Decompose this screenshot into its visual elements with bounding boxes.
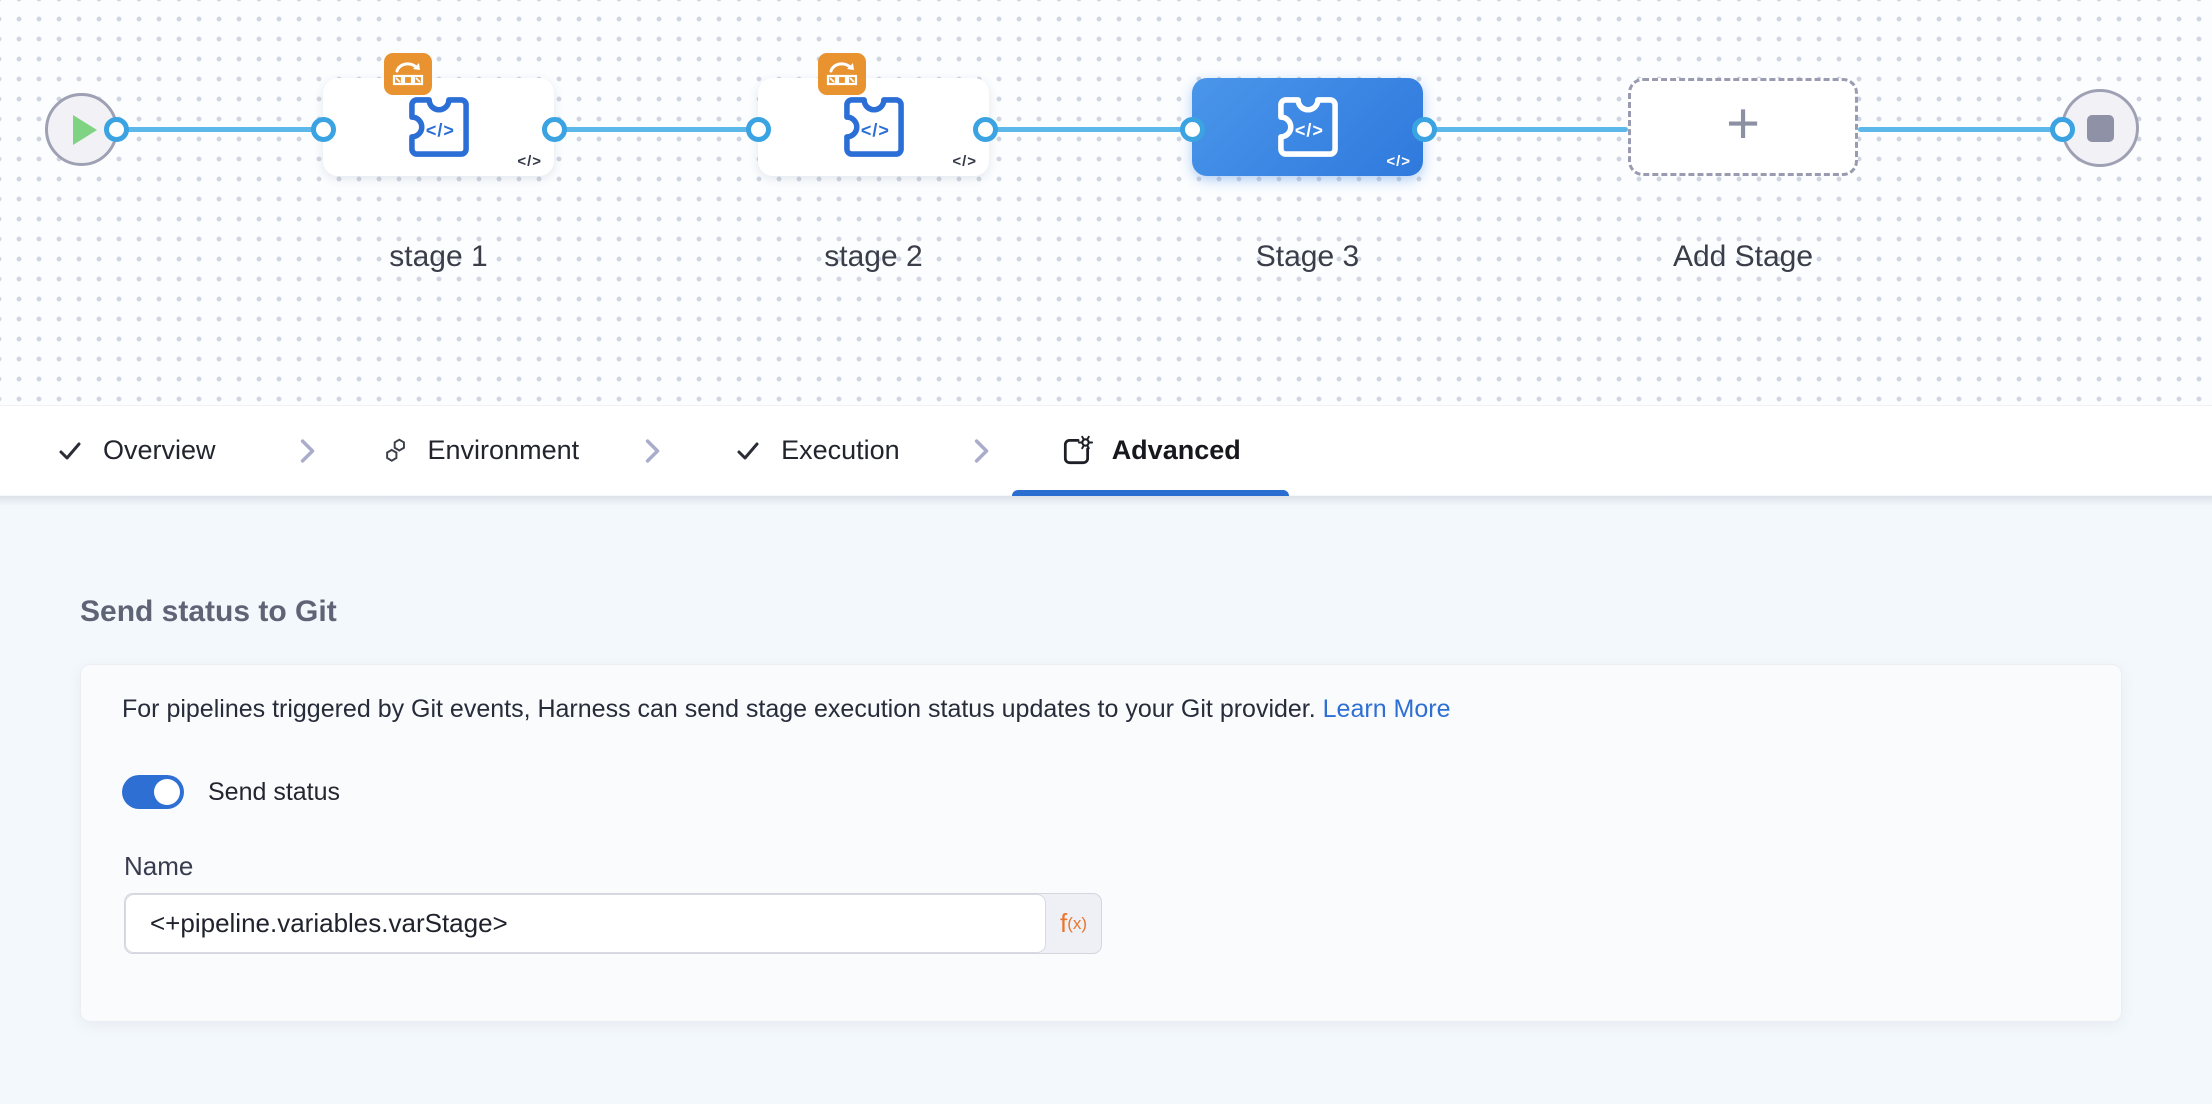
yaml-code-icon[interactable]: </> xyxy=(517,153,542,170)
chevron-right-icon xyxy=(641,437,663,465)
description-text: For pipelines triggered by Git events, H… xyxy=(122,695,1316,723)
tab-label: Advanced xyxy=(1111,435,1241,465)
play-icon xyxy=(73,114,97,145)
plus-icon: + xyxy=(1726,91,1760,156)
custom-stage-icon: </> xyxy=(407,95,471,159)
chevron-right-icon xyxy=(296,437,318,465)
connector-port[interactable] xyxy=(2050,117,2075,142)
check-icon xyxy=(733,438,763,464)
code-glyph: </> xyxy=(425,120,455,141)
hexagons-icon xyxy=(380,437,410,465)
stage-node-3-selected[interactable]: </> </> xyxy=(1192,78,1423,176)
chevron-right-icon xyxy=(970,437,992,465)
tab-label: Overview xyxy=(103,435,216,465)
tab-label: Execution xyxy=(781,435,900,465)
stage-config-tabbar: Overview Environment Execution xyxy=(0,405,2212,506)
stop-icon xyxy=(2086,114,2114,142)
connector-port[interactable] xyxy=(973,117,998,142)
custom-stage-icon: </> xyxy=(1276,95,1340,159)
add-stage-button[interactable]: + xyxy=(1628,78,1858,176)
connector-port[interactable] xyxy=(542,117,567,142)
name-input[interactable] xyxy=(125,894,1046,953)
toggle-label: Send status xyxy=(208,777,341,806)
connector-line xyxy=(1424,127,1628,132)
code-glyph: </> xyxy=(860,120,890,141)
connector-port[interactable] xyxy=(104,117,129,142)
send-status-panel: For pipelines triggered by Git events, H… xyxy=(80,664,2122,1022)
toggle-knob xyxy=(154,779,180,805)
rolling-deploy-badge-icon xyxy=(384,53,432,95)
square-gear-icon xyxy=(1060,435,1094,467)
fx-sub: (x) xyxy=(1067,913,1088,933)
tab-label: Environment xyxy=(427,435,580,465)
panel-description: For pipelines triggered by Git events, H… xyxy=(122,695,1451,724)
rolling-deploy-badge-icon xyxy=(818,53,866,95)
section-heading: Send status to Git xyxy=(80,595,337,628)
connector-line xyxy=(1858,127,2062,132)
fx-f: f xyxy=(1059,908,1068,938)
connector-port[interactable] xyxy=(746,117,771,142)
tab-execution[interactable]: Execution xyxy=(723,406,910,496)
stage-node-2[interactable]: </> </> xyxy=(758,78,989,176)
custom-stage-icon: </> xyxy=(842,95,906,159)
stage-label: Stage 3 xyxy=(1255,240,1360,273)
send-status-toggle-row: Send status xyxy=(122,775,340,809)
connector-port[interactable] xyxy=(311,117,336,142)
connector-line xyxy=(554,127,758,132)
send-status-toggle[interactable] xyxy=(122,775,184,809)
stage-label: stage 2 xyxy=(824,240,923,273)
name-input-group: f(x) xyxy=(124,893,1102,954)
tab-overview[interactable]: Overview xyxy=(45,406,226,496)
add-stage-label: Add Stage xyxy=(1672,240,1814,273)
tab-environment[interactable]: Environment xyxy=(370,406,590,496)
learn-more-link[interactable]: Learn More xyxy=(1322,695,1451,723)
name-field-label: Name xyxy=(124,851,194,881)
check-icon xyxy=(55,438,85,464)
pipeline-end-node[interactable] xyxy=(2061,89,2139,167)
connector-line xyxy=(116,127,323,132)
connector-port[interactable] xyxy=(1180,117,1205,142)
advanced-tab-content: Send status to Git For pipelines trigger… xyxy=(0,495,2212,1104)
stage-label: stage 1 xyxy=(389,240,488,273)
tab-advanced[interactable]: Advanced xyxy=(1011,406,1289,496)
stage-node-1[interactable]: </> </> xyxy=(323,78,554,176)
code-glyph: </> xyxy=(1294,120,1324,141)
pipeline-canvas[interactable]: </> </> stage 1 </> </> xyxy=(0,0,2212,405)
yaml-code-icon[interactable]: </> xyxy=(1386,153,1411,170)
expression-fx-button[interactable]: f(x) xyxy=(1046,894,1101,953)
connector-line xyxy=(985,127,1192,132)
yaml-code-icon[interactable]: </> xyxy=(952,153,977,170)
connector-port[interactable] xyxy=(1412,117,1437,142)
